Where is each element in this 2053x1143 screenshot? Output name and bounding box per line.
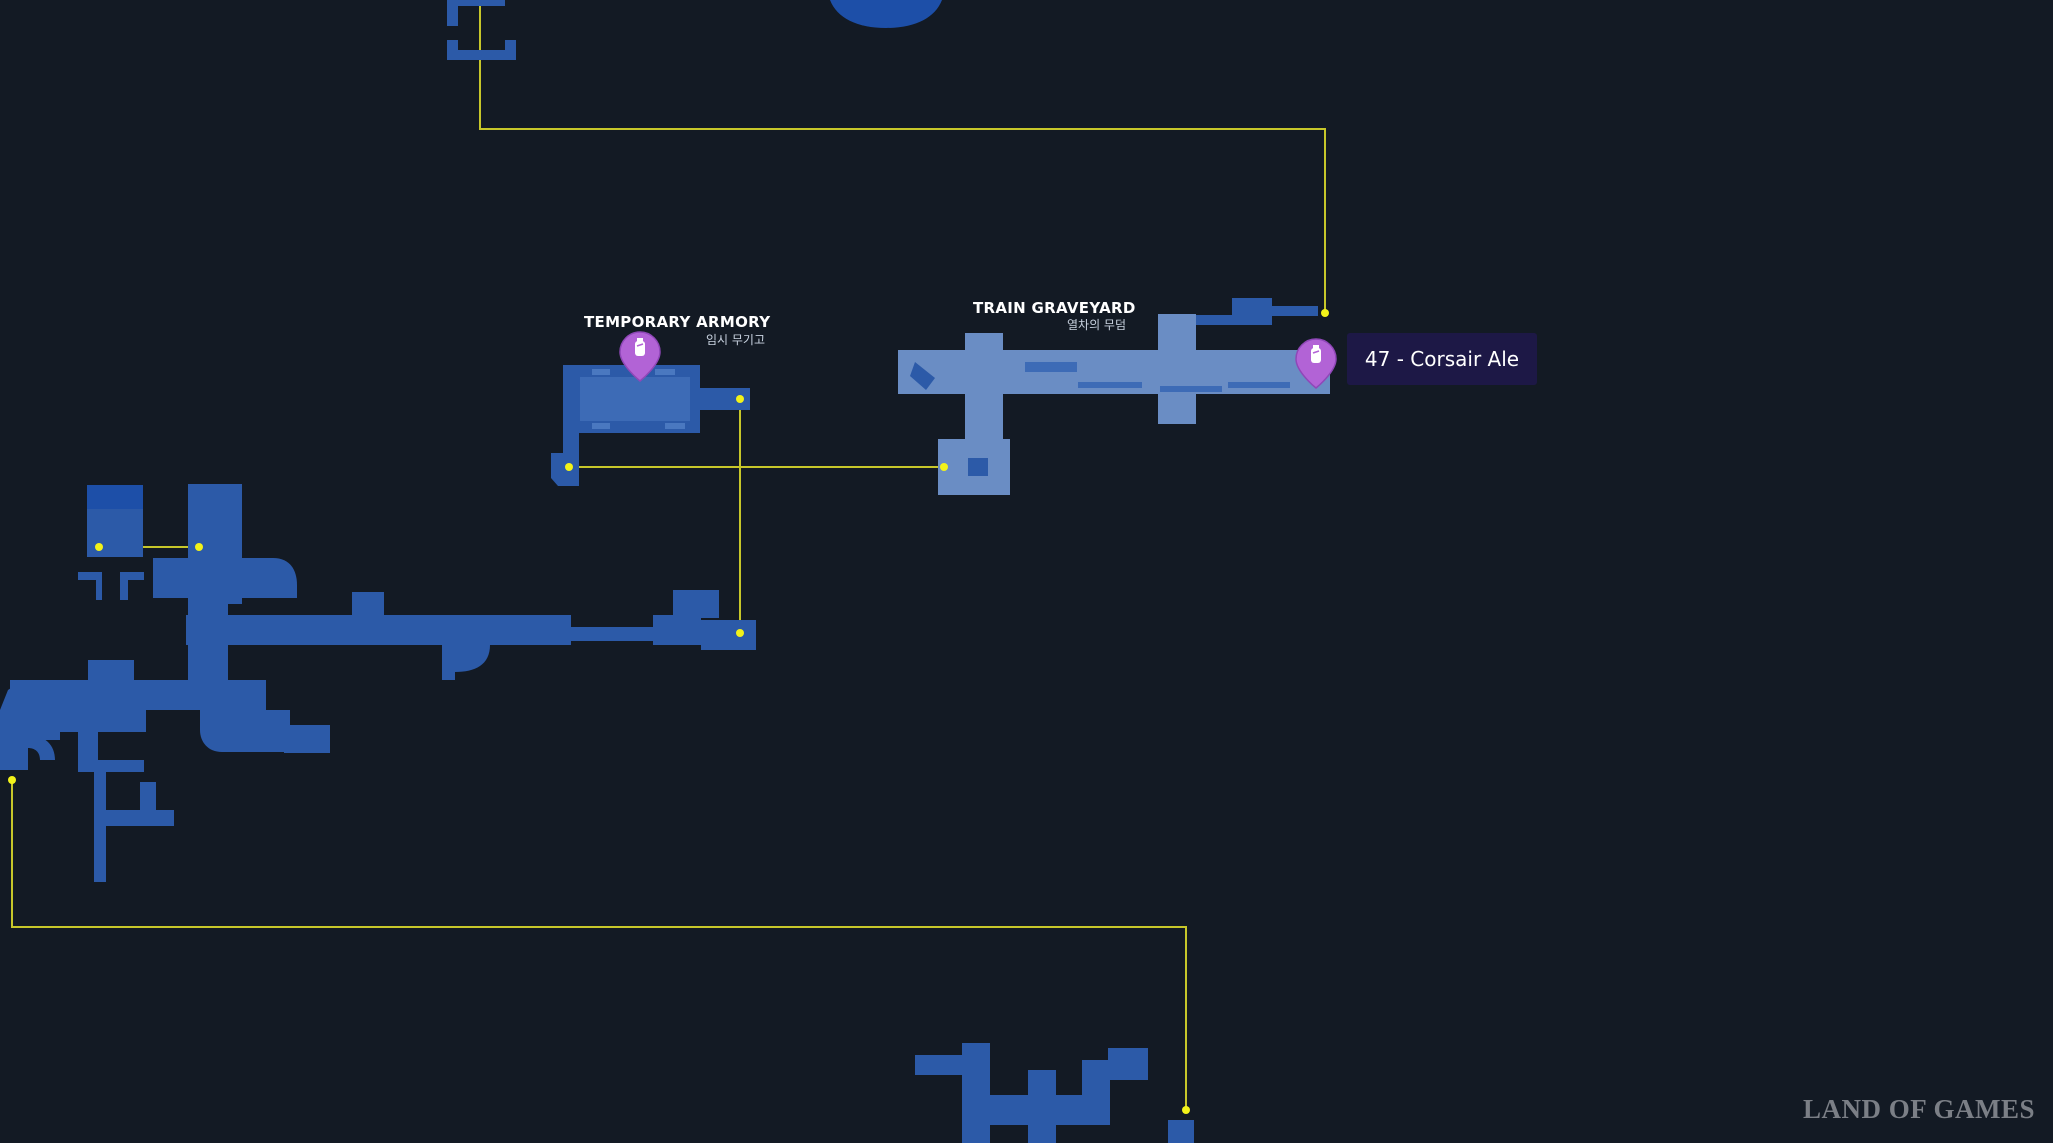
area-subtitle-train-graveyard: 열차의 무덤 — [1067, 318, 1127, 332]
area-label-train-graveyard: TRAIN GRAVEYARD — [973, 299, 1136, 317]
connector-bottom — [11, 780, 1187, 1110]
bottom-complex-rooms[interactable] — [915, 1043, 1194, 1143]
area-subtitle-temporary-armory: 임시 무기고 — [706, 333, 766, 347]
top-structure — [447, 0, 942, 60]
connector-node[interactable] — [565, 463, 573, 471]
connector-node[interactable] — [1182, 1106, 1190, 1114]
area-label-temporary-armory: TEMPORARY ARMORY — [584, 313, 771, 331]
tooltip-text: 47 - Corsair Ale — [1364, 347, 1520, 371]
connector-node[interactable] — [8, 776, 16, 784]
marker-tooltip: 47 - Corsair Ale — [1347, 333, 1537, 385]
connector-node[interactable] — [940, 463, 948, 471]
connector-nodes — [8, 309, 1329, 1114]
connector-node[interactable] — [95, 543, 103, 551]
connector-lines — [11, 0, 1326, 1110]
connector-node[interactable] — [195, 543, 203, 551]
watermark: LAND OF GAMES — [1802, 1094, 2035, 1124]
connector-top — [479, 0, 1326, 313]
connector-node[interactable] — [736, 629, 744, 637]
left-complex-rooms[interactable] — [0, 484, 756, 882]
temporary-armory-rooms[interactable] — [551, 365, 750, 486]
connector-node[interactable] — [736, 395, 744, 403]
train-graveyard-rooms[interactable] — [898, 298, 1330, 495]
connector-node[interactable] — [1321, 309, 1329, 317]
